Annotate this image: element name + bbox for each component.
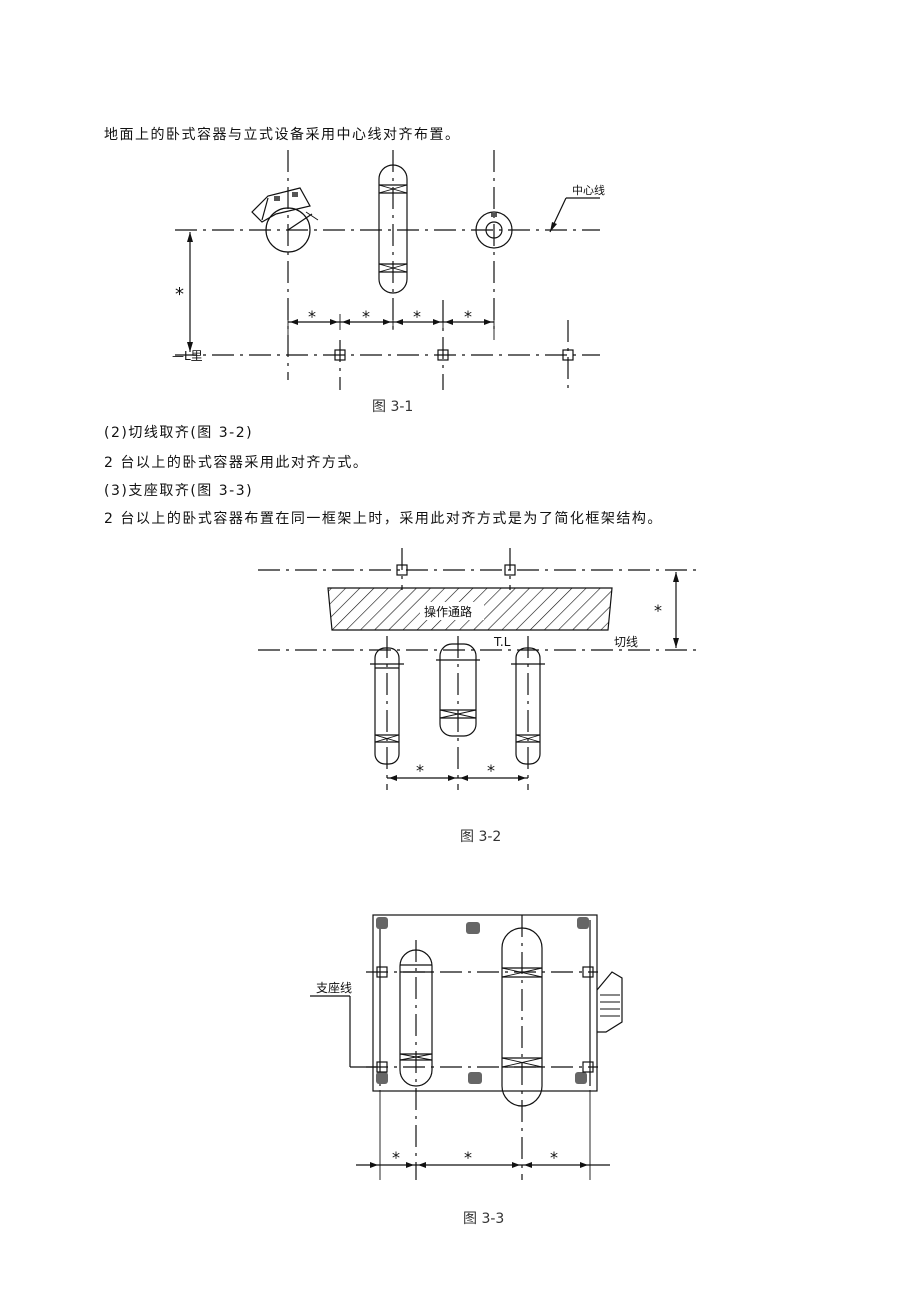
fig3-dim-1: * (392, 1148, 400, 1167)
fig1-centerline-label: 中心线 (572, 183, 605, 197)
fig2-tl-label: T.L (493, 635, 511, 649)
figure-3-1-caption: 图 3-1 (372, 399, 414, 415)
intro-text: 地面上的卧式容器与立式设备采用中心线对齐布置。 (104, 127, 461, 143)
fig2-dim-1: * (416, 761, 424, 780)
section-3-body: 2 台以上的卧式容器布置在同一框架上时，采用此对齐方式是为了简化框架结构。 (104, 511, 663, 527)
fig1-dim-4: * (464, 307, 472, 326)
fig1-left-fragment: —L里 (172, 349, 203, 363)
section-3-title: (3)支座取齐(图 3-3) (104, 483, 254, 499)
fig1-dim-vertical: * (175, 284, 184, 305)
section-2-title: (2)切线取齐(图 3-2) (104, 425, 254, 441)
fig3-dim-3: * (550, 1148, 558, 1167)
fig1-dim-1: * (308, 307, 316, 326)
fig2-dim-2: * (487, 761, 495, 780)
fig2-tangent-label: 切线 (614, 635, 638, 649)
fig3-support-label: 支座线 (316, 980, 352, 995)
figure-3-2-caption: 图 3-2 (460, 829, 502, 845)
figure-3-3-caption: 图 3-3 (463, 1211, 505, 1227)
fig1-dim-3: * (413, 307, 421, 326)
section-2-body: 2 台以上的卧式容器采用此对齐方式。 (104, 455, 369, 471)
fig1-dim-2: * (362, 307, 370, 326)
fig2-passage-label: 操作通路 (424, 604, 472, 619)
fig3-dim-2: * (464, 1148, 472, 1167)
fig2-dim-vertical: * (654, 601, 662, 620)
